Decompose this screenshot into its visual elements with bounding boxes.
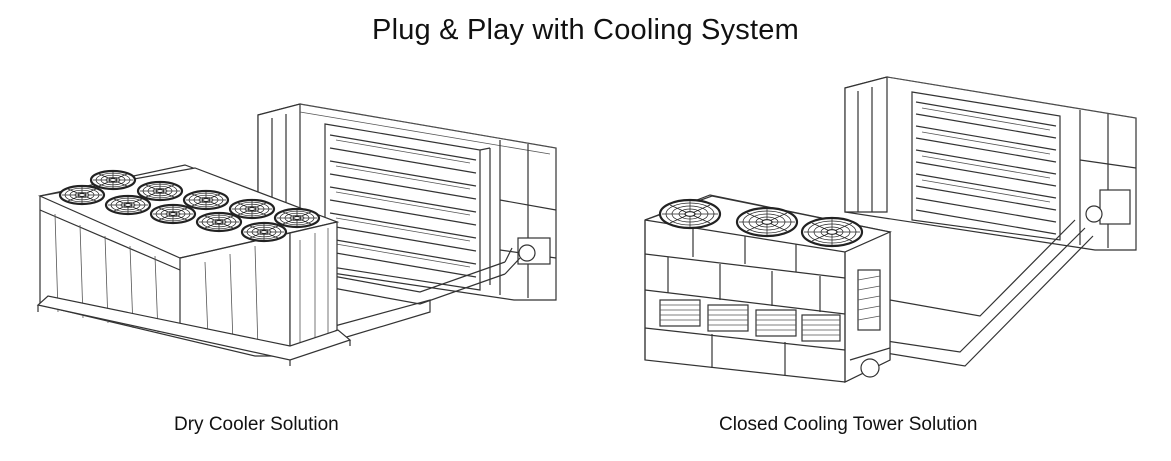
- dry-cooler-scene: [36, 103, 557, 366]
- rack-coil-stack: [324, 123, 491, 291]
- fan-icon: [273, 207, 321, 229]
- dry-cooler-caption: Dry Cooler Solution: [174, 414, 339, 435]
- fan-icon: [104, 194, 152, 216]
- louver-panels: [659, 269, 881, 342]
- pipe-dry-cooler: [299, 247, 521, 343]
- fan-icon: [658, 198, 722, 230]
- cooling-tower-unit: [644, 194, 892, 383]
- page-title: Plug & Play with Cooling System: [372, 14, 799, 46]
- fan-icon: [89, 169, 137, 191]
- server-rack-right: [844, 76, 1137, 251]
- fan-icon: [58, 184, 106, 206]
- cooling-tower-caption: Closed Cooling Tower Solution: [719, 414, 978, 435]
- fan-icon: [800, 216, 864, 248]
- fan-icon: [735, 206, 799, 238]
- fan-icon: [149, 203, 197, 225]
- pipe-cooling-tower: [879, 219, 1094, 367]
- dry-cooler-unit: [36, 164, 352, 366]
- fan-icon: [240, 221, 288, 243]
- fan-icon: [136, 180, 184, 202]
- fan-icon: [195, 211, 243, 233]
- fan-icon: [182, 189, 230, 211]
- rack-coil-stack-right: [911, 91, 1061, 241]
- fan-icon: [228, 198, 276, 220]
- cooling-tower-scene: [644, 76, 1137, 383]
